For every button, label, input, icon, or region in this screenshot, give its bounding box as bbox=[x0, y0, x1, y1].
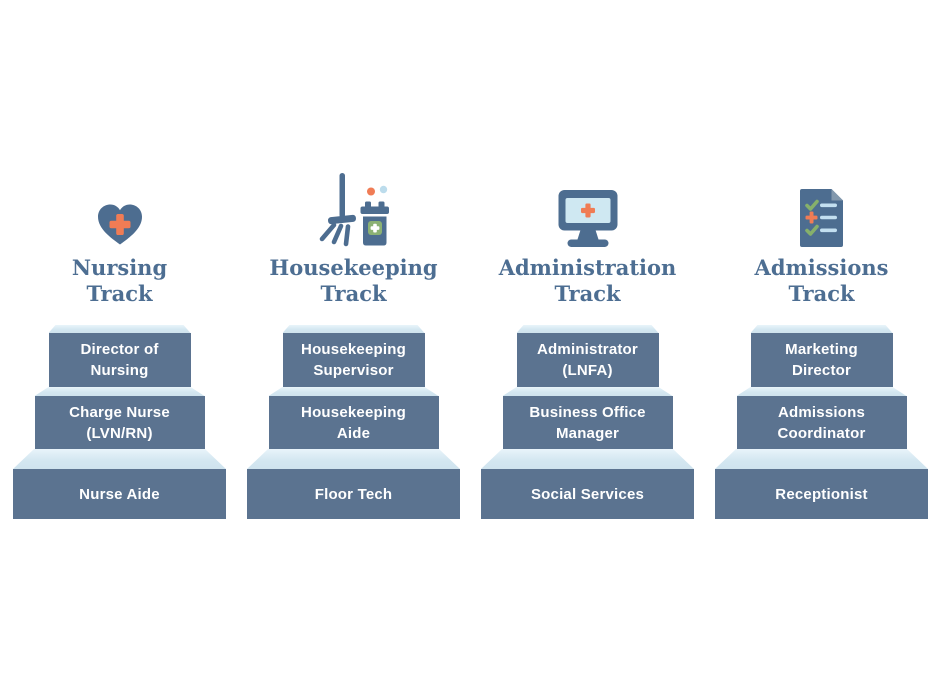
track-title-nursing: Nursing Track bbox=[72, 255, 167, 311]
step-receptionist: Receptionist bbox=[715, 449, 928, 519]
checklist-document-icon bbox=[798, 170, 845, 247]
step-top-face bbox=[283, 325, 425, 333]
track-column-nursing: Nursing Track Director of Nursing Charge… bbox=[13, 170, 226, 519]
career-tracks-diagram: Nursing Track Director of Nursing Charge… bbox=[13, 170, 928, 519]
track-title-line1: Housekeeping bbox=[269, 255, 438, 280]
steps-administration: Administrator (LNFA) Business Office Man… bbox=[481, 325, 694, 519]
step-label: Business Office Manager bbox=[529, 403, 646, 442]
step-label: Receptionist bbox=[775, 485, 868, 503]
step-director-of-nursing: Director of Nursing bbox=[48, 325, 191, 387]
step-label: Admissions Coordinator bbox=[777, 403, 866, 442]
track-title-line2: Track bbox=[86, 281, 153, 306]
step-label: Nurse Aide bbox=[79, 485, 160, 503]
step-nurse-aide: Nurse Aide bbox=[13, 449, 226, 519]
step-top-face bbox=[751, 325, 893, 333]
track-title-line2: Track bbox=[788, 281, 855, 306]
step-top-face bbox=[481, 449, 694, 469]
step-label: Director of Nursing bbox=[80, 341, 159, 379]
monitor-medical-icon bbox=[558, 170, 618, 247]
track-title-line1: Admissions bbox=[754, 255, 889, 280]
step-top-face bbox=[35, 387, 205, 396]
track-title-admissions: Admissions Track bbox=[755, 255, 889, 311]
step-top-face bbox=[247, 449, 460, 469]
track-title-administration: Administration Track bbox=[499, 255, 677, 311]
step-housekeeping-supervisor: Housekeeping Supervisor bbox=[282, 325, 425, 387]
track-title-housekeeping: Housekeeping Track bbox=[269, 255, 437, 311]
steps-nursing: Director of Nursing Charge Nurse (LVN/RN… bbox=[13, 325, 226, 519]
step-label: Housekeeping Supervisor bbox=[301, 341, 406, 379]
track-title-line2: Track bbox=[554, 281, 621, 306]
track-title-line2: Track bbox=[320, 281, 387, 306]
step-top-face bbox=[49, 325, 191, 333]
step-label: Housekeeping Aide bbox=[301, 403, 406, 442]
step-floor-tech: Floor Tech bbox=[247, 449, 460, 519]
track-column-admissions: Admissions Track Marketing Director Admi… bbox=[715, 170, 928, 519]
heart-medical-icon bbox=[96, 170, 144, 247]
step-label: Administrator (LNFA) bbox=[537, 341, 638, 379]
step-top-face bbox=[737, 387, 907, 396]
track-title-line1: Administration bbox=[498, 255, 677, 280]
step-top-face bbox=[13, 449, 226, 469]
steps-admissions: Marketing Director Admissions Coordinato… bbox=[715, 325, 928, 519]
step-social-services: Social Services bbox=[481, 449, 694, 519]
step-top-face bbox=[269, 387, 439, 396]
step-admissions-coordinator: Admissions Coordinator bbox=[736, 387, 907, 449]
step-administrator: Administrator (LNFA) bbox=[516, 325, 659, 387]
track-column-administration: Administration Track Administrator (LNFA… bbox=[481, 170, 694, 519]
steps-housekeeping: Housekeeping Supervisor Housekeeping Aid… bbox=[247, 325, 460, 519]
step-business-office-manager: Business Office Manager bbox=[502, 387, 673, 449]
step-charge-nurse: Charge Nurse (LVN/RN) bbox=[34, 387, 205, 449]
step-housekeeping-aide: Housekeeping Aide bbox=[268, 387, 439, 449]
track-title-line1: Nursing bbox=[71, 255, 168, 280]
step-top-face bbox=[715, 449, 928, 469]
step-top-face bbox=[517, 325, 659, 333]
step-top-face bbox=[503, 387, 673, 396]
track-column-housekeeping: Housekeeping Track Housekeeping Supervis… bbox=[247, 170, 460, 519]
step-label: Charge Nurse (LVN/RN) bbox=[69, 403, 170, 442]
step-marketing-director: Marketing Director bbox=[750, 325, 893, 387]
step-label: Floor Tech bbox=[314, 485, 393, 503]
step-label: Social Services bbox=[530, 485, 645, 503]
broom-trash-icon bbox=[315, 170, 393, 247]
step-label: Marketing Director bbox=[785, 341, 858, 379]
